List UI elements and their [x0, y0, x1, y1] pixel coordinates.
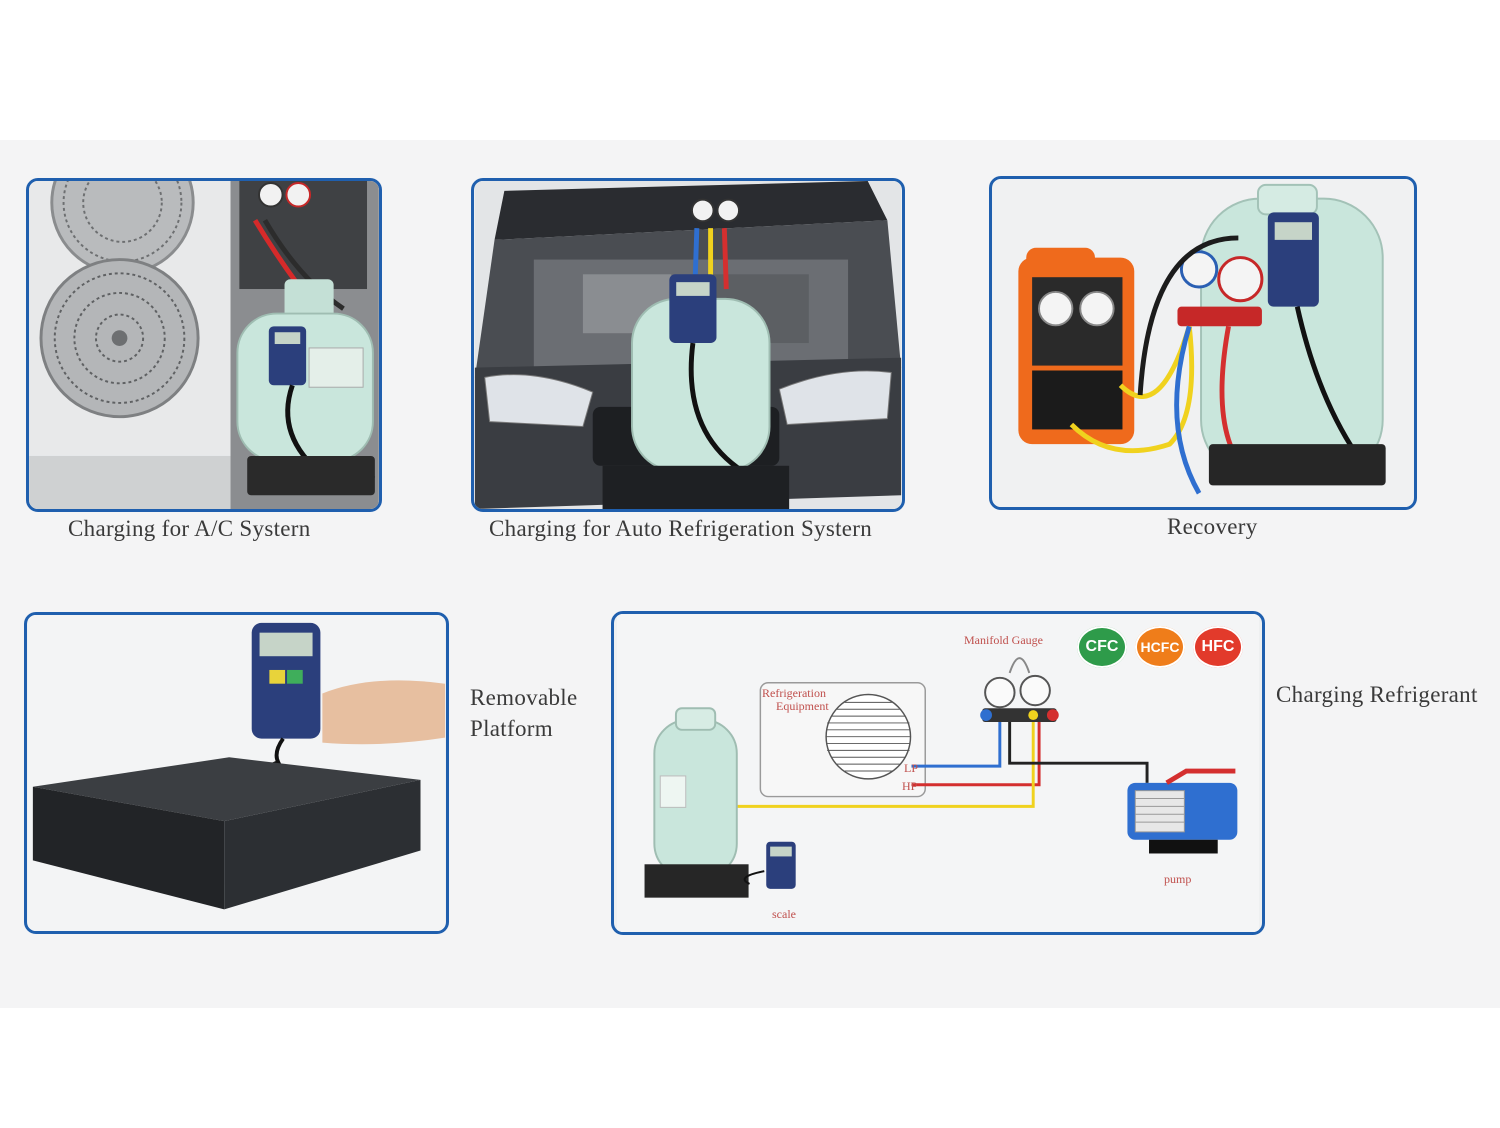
badge-hcfc: HCFC [1135, 626, 1185, 668]
photo-removable-platform [24, 612, 449, 934]
equipment-coil [825, 693, 912, 780]
fan-bottom [39, 258, 200, 419]
label-equipment-line2: Equipment [776, 699, 829, 713]
recovery-scene [992, 179, 1414, 507]
high-pressure-line [911, 718, 1041, 787]
label-hp: HP [902, 779, 918, 793]
caption-platform-line2: Platform [470, 716, 553, 741]
photo-recovery [989, 176, 1417, 510]
label-manifold-gauge: Manifold Gauge [964, 633, 1043, 647]
photo-auto-charging [471, 178, 905, 512]
auto-scene [474, 181, 902, 509]
label-scale: scale [772, 907, 796, 921]
caption-recovery: Recovery [1167, 514, 1258, 539]
vacuum-pump [1127, 768, 1238, 854]
badge-hfc: HFC [1193, 626, 1243, 668]
ac-scene [29, 181, 379, 509]
vacuum-line [1008, 718, 1149, 783]
label-pump: pump [1164, 872, 1192, 886]
manifold-gauge [980, 657, 1059, 722]
label-equipment: Refrigeration Equipment [762, 687, 829, 713]
label-equipment-line1: Refrigeration [762, 686, 826, 700]
scale-display [743, 841, 796, 889]
recovery-unit [1018, 247, 1135, 445]
photo-ac-charging [26, 178, 382, 512]
diagram-charging-refrigerant: Manifold Gauge Refrigeration Equipment L… [611, 611, 1265, 935]
caption-auto: Charging for Auto Refrigeration Systern [489, 516, 873, 541]
label-lp: LP [904, 761, 919, 775]
caption-platform-line1: Removable [470, 685, 578, 710]
fan-top [50, 181, 195, 275]
caption-platform: Removable Platform [470, 682, 577, 744]
refrigerant-tank [644, 707, 749, 898]
platform-scene [27, 615, 446, 931]
low-pressure-line [911, 718, 1002, 768]
badge-cfc: CFC [1077, 626, 1127, 668]
caption-charging-refrigerant: Charging Refrigerant [1276, 682, 1478, 707]
caption-ac: Charging for A/C Systern [68, 516, 311, 541]
